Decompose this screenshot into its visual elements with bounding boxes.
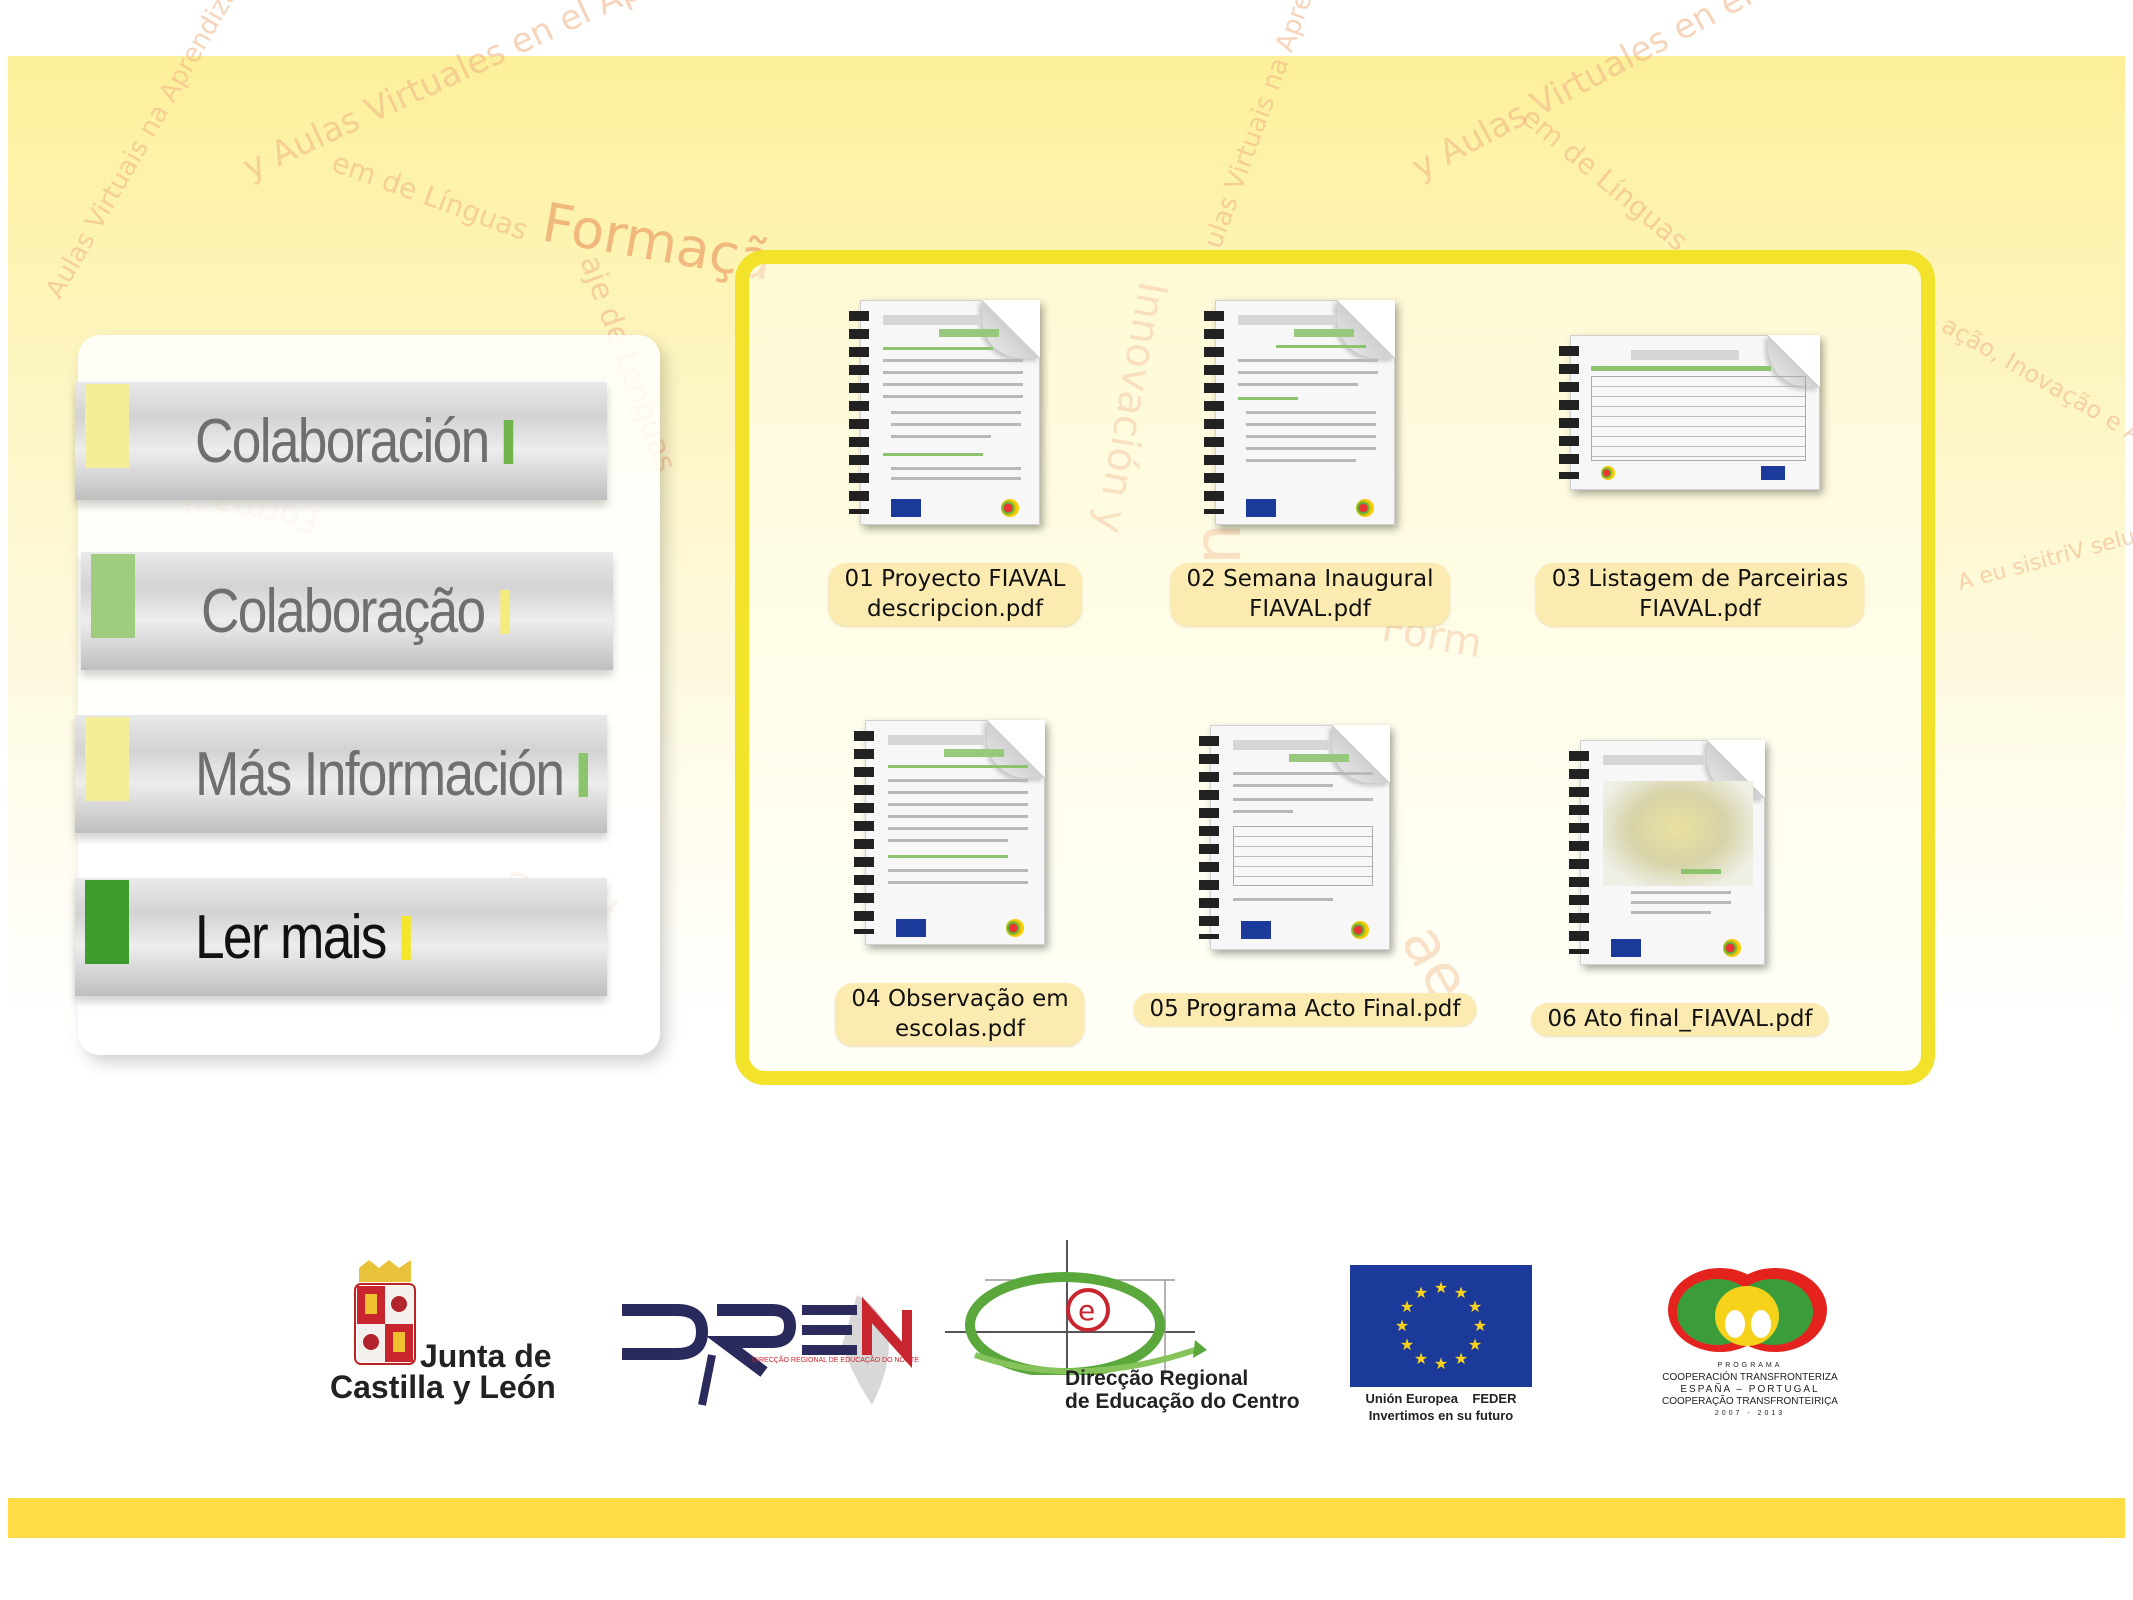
svg-text:★: ★ <box>1400 1335 1414 1354</box>
menu-item-mas-informacion[interactable]: Más Información <box>75 715 607 833</box>
logo-text: COOPERAÇÃO TRANSFRONTEIRIÇA <box>1662 1396 1838 1407</box>
dren-logo: DIRECÇÃO REGIONAL DE EDUCAÇÃO DO NORTE <box>612 1285 919 1420</box>
logo-text: Direcção Regional <box>1065 1367 1249 1390</box>
menu-item-label: Más Información <box>195 740 565 809</box>
drec-mark-icon: e <box>945 1240 1207 1378</box>
coat-of-arms-icon <box>354 1260 416 1365</box>
svg-text:★: ★ <box>1434 1354 1448 1373</box>
logo-text: Junta de <box>420 1338 552 1374</box>
logo-text: 2007 - 2013 <box>1714 1410 1786 1417</box>
svg-text:★: ★ <box>1395 1316 1409 1335</box>
logo-text: Invertimos en su futuro <box>1368 1408 1514 1423</box>
svg-text:★: ★ <box>1468 1297 1482 1316</box>
logo-text: DIRECÇÃO REGIONAL DE EDUCAÇÃO DO NORTE <box>752 1357 919 1364</box>
logo-text: Castilla y León <box>330 1369 556 1405</box>
drec-logo: e Direcção Regional de Educação do Centr… <box>945 1240 1300 1420</box>
svg-text:★: ★ <box>1473 1316 1487 1335</box>
pdf-file-icon <box>1559 335 1820 490</box>
logo-text: PROGRAMA <box>1717 1362 1783 1369</box>
poctep-mark-icon <box>1668 1268 1827 1352</box>
menu-tick <box>401 915 411 960</box>
logo-text: de Educação do Centro <box>1065 1390 1300 1413</box>
svg-text:★: ★ <box>1414 1283 1428 1302</box>
file-label: 06 Ato final_FIAVAL.pdf <box>1531 1003 1829 1036</box>
svg-text:★: ★ <box>1400 1297 1414 1316</box>
pdf-file-icon <box>1199 725 1390 950</box>
svg-text:★: ★ <box>1434 1278 1448 1297</box>
menu-item-label: Ler mais <box>195 903 387 972</box>
menu-tick <box>578 752 589 797</box>
pdf-file-icon <box>1204 300 1395 525</box>
file-label: 05 Programa Acto Final.pdf <box>1133 993 1477 1026</box>
bottom-bar <box>8 1498 2125 1538</box>
menu-swatch <box>85 384 129 468</box>
junta-castilla-leon-logo: Junta de Castilla y León <box>325 1260 575 1410</box>
menu-swatch <box>85 717 129 801</box>
file-item-06[interactable]: 06 Ato final_FIAVAL.pdf <box>1520 715 1840 1055</box>
pdf-file-icon <box>1569 740 1765 965</box>
menu-swatch <box>85 880 129 964</box>
menu-item-label: Colaboração <box>201 577 486 646</box>
dren-mark-icon <box>622 1295 912 1406</box>
eu-feder-logo: ★★★ ★★★ ★★★ ★★★ Unión Europea FEDER Inve… <box>1350 1265 1532 1435</box>
menu-swatch <box>91 554 135 638</box>
svg-text:★: ★ <box>1468 1335 1482 1354</box>
menu-item-label: Colaboración <box>195 407 490 476</box>
pdf-file-icon <box>854 720 1045 945</box>
menu-tick <box>499 589 510 634</box>
svg-text:★: ★ <box>1454 1349 1468 1368</box>
poctep-logo: PROGRAMA COOPERACIÓN TRANSFRONTERIZA ESP… <box>1655 1262 1855 1432</box>
logo-text: ESPAÑA – PORTUGAL <box>1680 1384 1820 1395</box>
menu-item-colaboracao[interactable]: Colaboração <box>81 552 613 670</box>
menu-item-ler-mais[interactable]: Ler mais <box>75 878 607 996</box>
file-item-05[interactable]: 05 Programa Acto Final.pdf <box>1133 715 1477 1055</box>
svg-text:e: e <box>1078 1294 1095 1327</box>
logo-text: Unión Europea FEDER <box>1365 1391 1517 1406</box>
pdf-file-icon <box>849 300 1040 525</box>
svg-text:★: ★ <box>1414 1349 1428 1368</box>
menu-item-colaboracion[interactable]: Colaboración <box>75 382 607 500</box>
svg-text:★: ★ <box>1454 1283 1468 1302</box>
logo-text: COOPERACIÓN TRANSFRONTERIZA <box>1662 1372 1838 1383</box>
menu-tick <box>504 419 514 464</box>
eu-flag-icon: ★★★ ★★★ ★★★ ★★★ <box>1350 1265 1532 1387</box>
